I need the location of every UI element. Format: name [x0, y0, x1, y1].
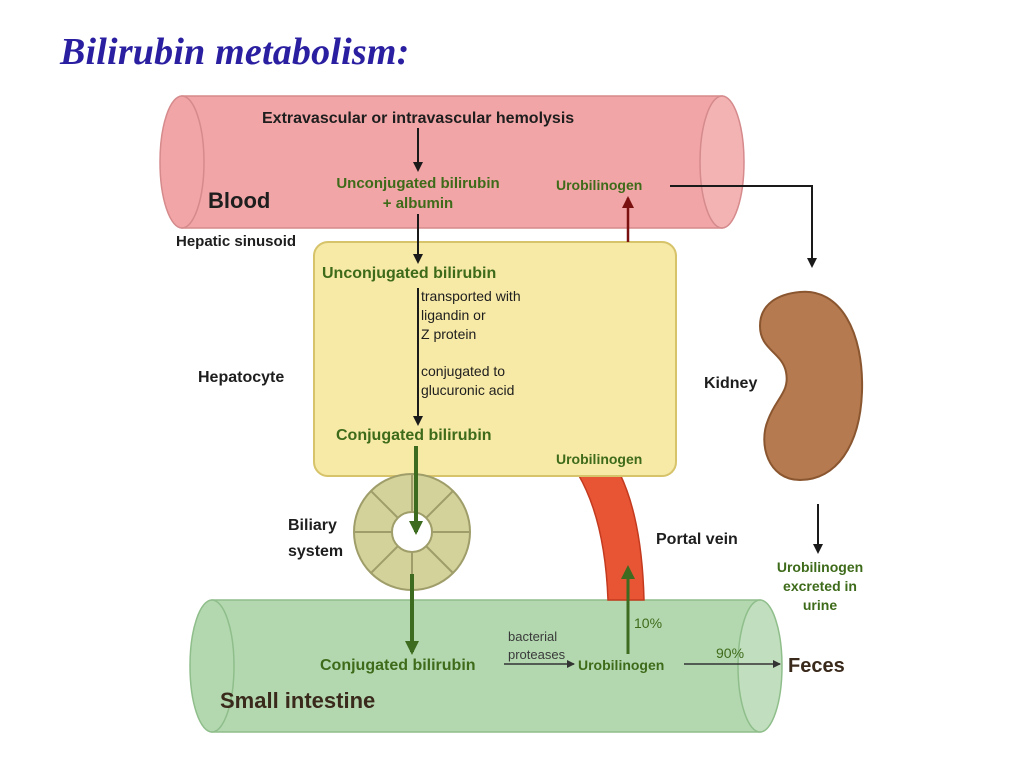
conj-step-line1: conjugated to: [421, 363, 505, 379]
hepatocyte-label: Hepatocyte: [198, 369, 284, 386]
kidney-label: Kidney: [704, 375, 757, 392]
transport-line1: transported with: [421, 288, 521, 304]
small-intestine-label: Small intestine: [220, 688, 375, 713]
urine-line3: urine: [803, 597, 837, 613]
bacterial-line1: bacterial: [508, 629, 557, 644]
small-intestine-right-end: [737, 599, 783, 733]
intestine-urobilinogen-label: Urobilinogen: [578, 657, 664, 673]
blood-vessel-right-end: [699, 95, 745, 229]
urine-line1: Urobilinogen: [777, 559, 863, 575]
blood-urobilinogen-label: Urobilinogen: [556, 177, 642, 193]
hemolysis-label: Extravascular or intravascular hemolysis: [262, 110, 574, 127]
biliary-line2: system: [288, 543, 343, 560]
small-intestine-left-end: [189, 599, 235, 733]
kidney-shape: [758, 290, 864, 482]
blood-label: Blood: [208, 188, 270, 213]
slide-title: Bilirubin metabolism:: [60, 31, 410, 73]
blood-unconjugated-label: Unconjugated bilirubin: [336, 175, 499, 192]
feces-label: Feces: [788, 655, 845, 677]
bacterial-line2: proteases: [508, 647, 566, 662]
pct-portal-label: 10%: [634, 615, 662, 631]
hepatocyte-urobilinogen-label: Urobilinogen: [556, 451, 642, 467]
small-intestine-body: [211, 599, 761, 733]
portal-vein-label: Portal vein: [656, 531, 738, 548]
small-intestine-tube: [189, 599, 783, 733]
urine-line2: excreted in: [783, 578, 857, 594]
arrow-blood-to-kidney: [670, 185, 817, 268]
conj-step-line2: glucuronic acid: [421, 382, 514, 398]
intestine-conjugated-label: Conjugated bilirubin: [320, 657, 476, 674]
hepatocyte-conjugated-label: Conjugated bilirubin: [336, 427, 492, 444]
blood-albumin-label: + albumin: [383, 195, 453, 212]
hepatocyte-unconjugated-label: Unconjugated bilirubin: [322, 265, 496, 282]
biliary-ring: [353, 473, 471, 591]
pct-feces-label: 90%: [716, 645, 744, 661]
hepatocyte-box: [313, 241, 677, 477]
transport-line3: Z protein: [421, 326, 476, 342]
hepatic-sinusoid-label: Hepatic sinusoid: [176, 233, 296, 250]
blood-vessel-left-end: [159, 95, 205, 229]
transport-line2: ligandin or: [421, 307, 486, 323]
biliary-line1: Biliary: [288, 517, 337, 534]
portal-vein-shape: [576, 473, 645, 601]
